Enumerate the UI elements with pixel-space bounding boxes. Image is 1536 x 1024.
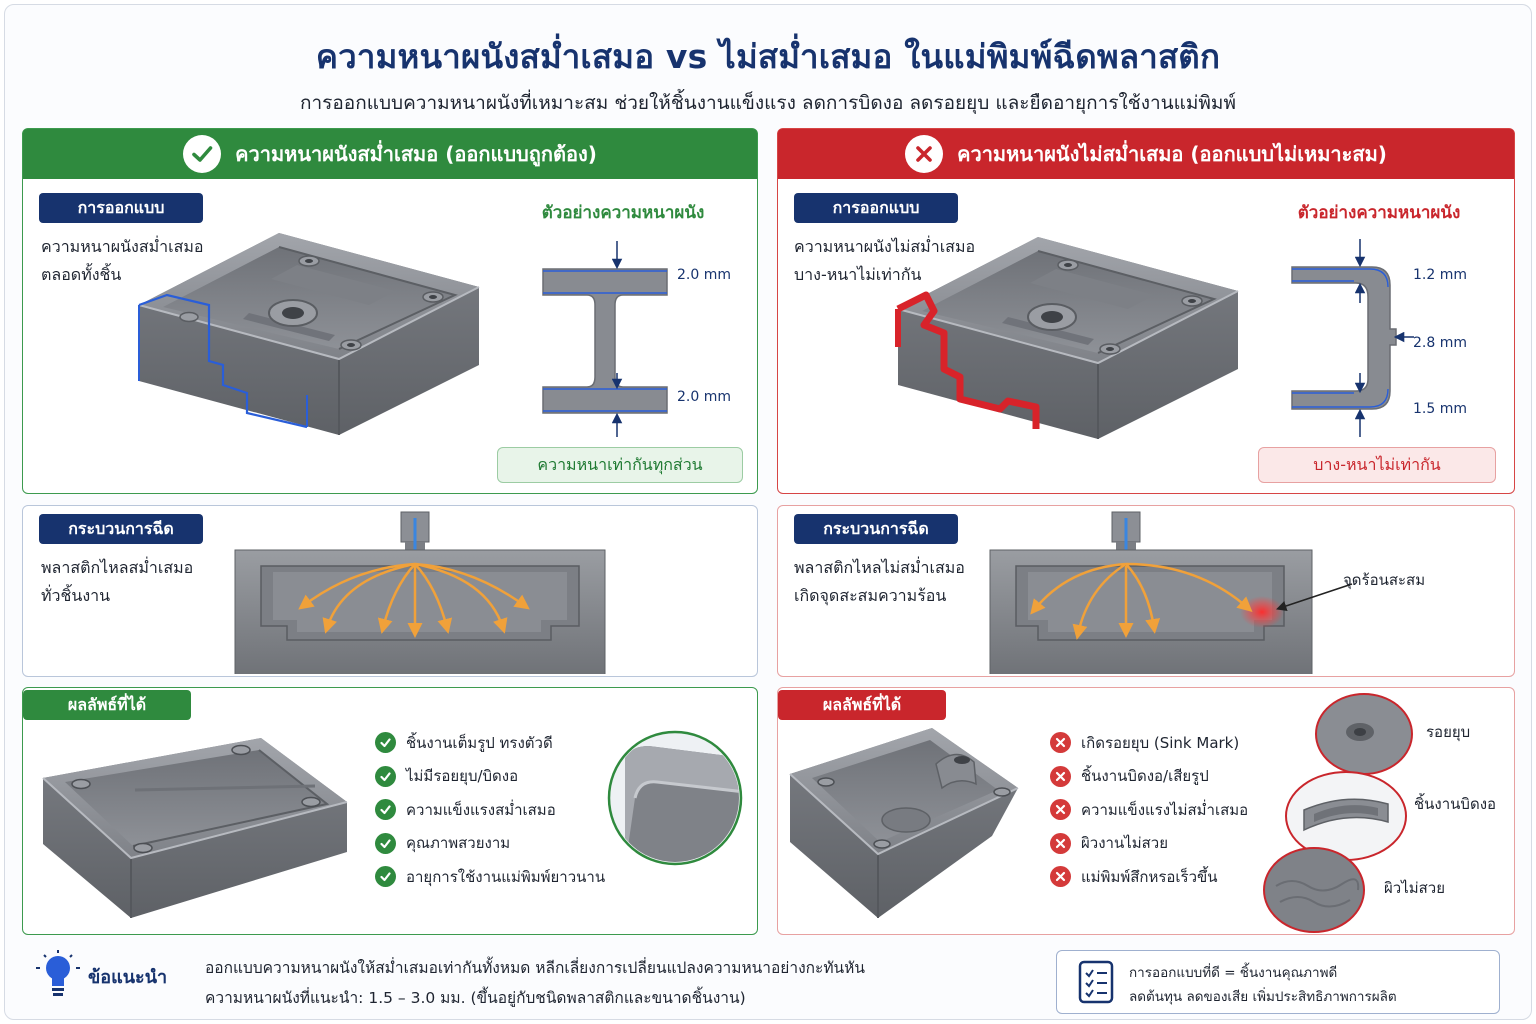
sink-mark-zoom: [1315, 693, 1413, 775]
check-icon: [375, 799, 396, 821]
list-item: คุณภาพสวยงาม: [375, 827, 605, 861]
summary-line-2: ลดต้นทุน ลดของเสีย เพิ่มประสิทธิภาพการผล…: [1129, 989, 1397, 1005]
bad-design-panel: ความหนาผนังไม่สม่ำเสมอ (ออกแบบไม่เหมาะสม…: [777, 128, 1515, 494]
good-process-desc-1: พลาสติกไหลสม่ำเสมอ: [41, 558, 194, 577]
cross-icon: [1050, 799, 1071, 821]
bad-process-tag: กระบวนการฉีด: [794, 514, 958, 544]
good-example-title: ตัวอย่างความหนาผนัง: [541, 203, 705, 223]
bad-cross-section: [1291, 239, 1414, 437]
list-item: ไม่มีรอยยุบ/บิดงอ: [375, 760, 605, 794]
hotspot-label: จุดร้อนสะสม: [1343, 571, 1426, 589]
good-thickness-top: 2.0 mm: [677, 267, 731, 283]
cross-icon: [1050, 866, 1071, 888]
good-panel-header: ความหนาผนังสม่ำเสมอ (ออกแบบถูกต้อง): [23, 129, 757, 179]
bad-result-tag: ผลลัพธ์ที่ได้: [778, 690, 946, 720]
good-injection-diagram: [234, 511, 606, 674]
bad-process-desc-2: เกิดจุดสะสมความร้อน: [794, 586, 947, 605]
good-process-tag: กระบวนการฉีด: [39, 514, 203, 544]
good-design-tag: การออกแบบ: [39, 193, 203, 223]
bad-part-3d: [895, 237, 1239, 439]
list-item: แม่พิมพ์สึกหรอเร็วขึ้น: [1050, 860, 1248, 894]
good-result-tag: ผลลัพธ์ที่ได้: [23, 690, 191, 720]
good-process-desc-2: ทั่วชิ้นงาน: [41, 586, 111, 605]
sink-mark-label: รอยยุบ: [1426, 723, 1471, 741]
bad-result-list: เกิดรอยยุบ (Sink Mark) ชิ้นงานบิดงอ/เสีย…: [1050, 726, 1248, 894]
bad-process-panel: กระบวนการฉีด พลาสติกไหลไม่สม่ำเสมอ เกิดจ…: [777, 505, 1515, 677]
summary-line-1: การออกแบบที่ดี = ชิ้นงานคุณภาพดี: [1129, 965, 1338, 981]
good-cross-section: [542, 241, 668, 437]
check-icon: [375, 732, 396, 754]
bad-thickness-1: 1.2 mm: [1413, 267, 1467, 283]
summary-box: การออกแบบที่ดี = ชิ้นงานคุณภาพดี ลดต้นทุ…: [1056, 950, 1500, 1014]
check-icon: [375, 866, 396, 888]
list-item: อายุการใช้งานแม่พิมพ์ยาวนาน: [375, 860, 605, 894]
tip-line-2: ความหนาผนังที่แนะนำ: 1.5 – 3.0 มม. (ขึ้น…: [205, 989, 746, 1007]
bad-panel-header: ความหนาผนังไม่สม่ำเสมอ (ออกแบบไม่เหมาะสม…: [778, 129, 1514, 179]
good-result-part: [42, 738, 348, 918]
cross-icon: [1050, 765, 1071, 787]
bad-design-tag: การออกแบบ: [794, 193, 958, 223]
good-panel-title: ความหนาผนังสม่ำเสมอ (ออกแบบถูกต้อง): [235, 142, 597, 166]
page-title: ความหนาผนังสม่ำเสมอ vs ไม่สม่ำเสมอ ในแม่…: [315, 37, 1221, 76]
check-icon: [183, 135, 222, 173]
list-item: ชิ้นงานบิดงอ/เสียรูป: [1050, 760, 1248, 794]
cross-icon: [905, 135, 944, 173]
good-process-panel: กระบวนการฉีด พลาสติกไหลสม่ำเสมอ ทั่วชิ้น…: [22, 505, 758, 677]
tip-label: ข้อแนะนำ: [88, 967, 168, 988]
warp-label: ชิ้นงานบิดงอ: [1414, 795, 1497, 813]
cross-icon: [1050, 732, 1071, 754]
check-icon: [375, 765, 396, 787]
list-item: เกิดรอยยุบ (Sink Mark): [1050, 726, 1248, 760]
surface-zoom: [1263, 847, 1365, 933]
warp-zoom: [1285, 771, 1407, 861]
bad-thickness-3: 1.5 mm: [1413, 401, 1467, 417]
bad-thickness-pill: บาง-หนาไม่เท่ากัน: [1258, 447, 1496, 483]
good-corner-zoom: [607, 730, 743, 866]
bad-result-part: [789, 728, 1019, 918]
bad-process-desc-1: พลาสติกไหลไม่สม่ำเสมอ: [794, 558, 965, 577]
bad-thickness-2: 2.8 mm: [1413, 335, 1467, 351]
hotspot-pointer-arrow: [1276, 583, 1353, 611]
bad-design-desc-1: ความหนาผนังไม่สม่ำเสมอ: [794, 237, 976, 256]
list-item: ความแข็งแรงสม่ำเสมอ: [375, 793, 605, 827]
tip-line-1: ออกแบบความหนาผนังให้สม่ำเสมอเท่ากันทั้งห…: [205, 959, 865, 977]
bad-example-title: ตัวอย่างความหนาผนัง: [1297, 203, 1461, 223]
bad-panel-title: ความหนาผนังไม่สม่ำเสมอ (ออกแบบไม่เหมาะสม…: [957, 142, 1387, 166]
good-design-desc-2: ตลอดทั้งชิ้น: [41, 265, 122, 284]
cross-icon: [1050, 832, 1071, 854]
list-item: ความแข็งแรงไม่สม่ำเสมอ: [1050, 793, 1248, 827]
surface-label: ผิวไม่สวย: [1384, 879, 1446, 897]
good-thickness-bottom: 2.0 mm: [677, 389, 731, 405]
good-thickness-pill: ความหนาเท่ากันทุกส่วน: [497, 447, 743, 483]
list-item: ผิวงานไม่สวย: [1050, 827, 1248, 861]
list-item: ชิ้นงานเต็มรูป ทรงตัวดี: [375, 726, 605, 760]
good-design-panel: ความหนาผนังสม่ำเสมอ (ออกแบบถูกต้อง) การอ…: [22, 128, 758, 494]
lightbulb-icon: [36, 950, 80, 996]
checklist-icon: [1078, 960, 1114, 1004]
bad-design-desc-2: บาง-หนาไม่เท่ากัน: [794, 265, 922, 284]
bad-result-panel: ผลลัพธ์ที่ได้ เกิดรอยยุบ (Sink Mark) ชิ้…: [777, 687, 1515, 935]
bad-injection-diagram: [989, 511, 1313, 674]
good-result-panel: ผลลัพธ์ที่ได้ ชิ้นงานเต็มรูป ทรงตัวดี ไม…: [22, 687, 758, 935]
check-icon: [375, 832, 396, 854]
page-subtitle: การออกแบบความหนาผนังที่เหมาะสม ช่วยให้ชิ…: [300, 92, 1236, 114]
good-part-3d: [138, 233, 480, 435]
good-result-list: ชิ้นงานเต็มรูป ทรงตัวดี ไม่มีรอยยุบ/บิดง…: [375, 726, 605, 894]
good-design-desc-1: ความหนาผนังสม่ำเสมอ: [41, 237, 204, 256]
